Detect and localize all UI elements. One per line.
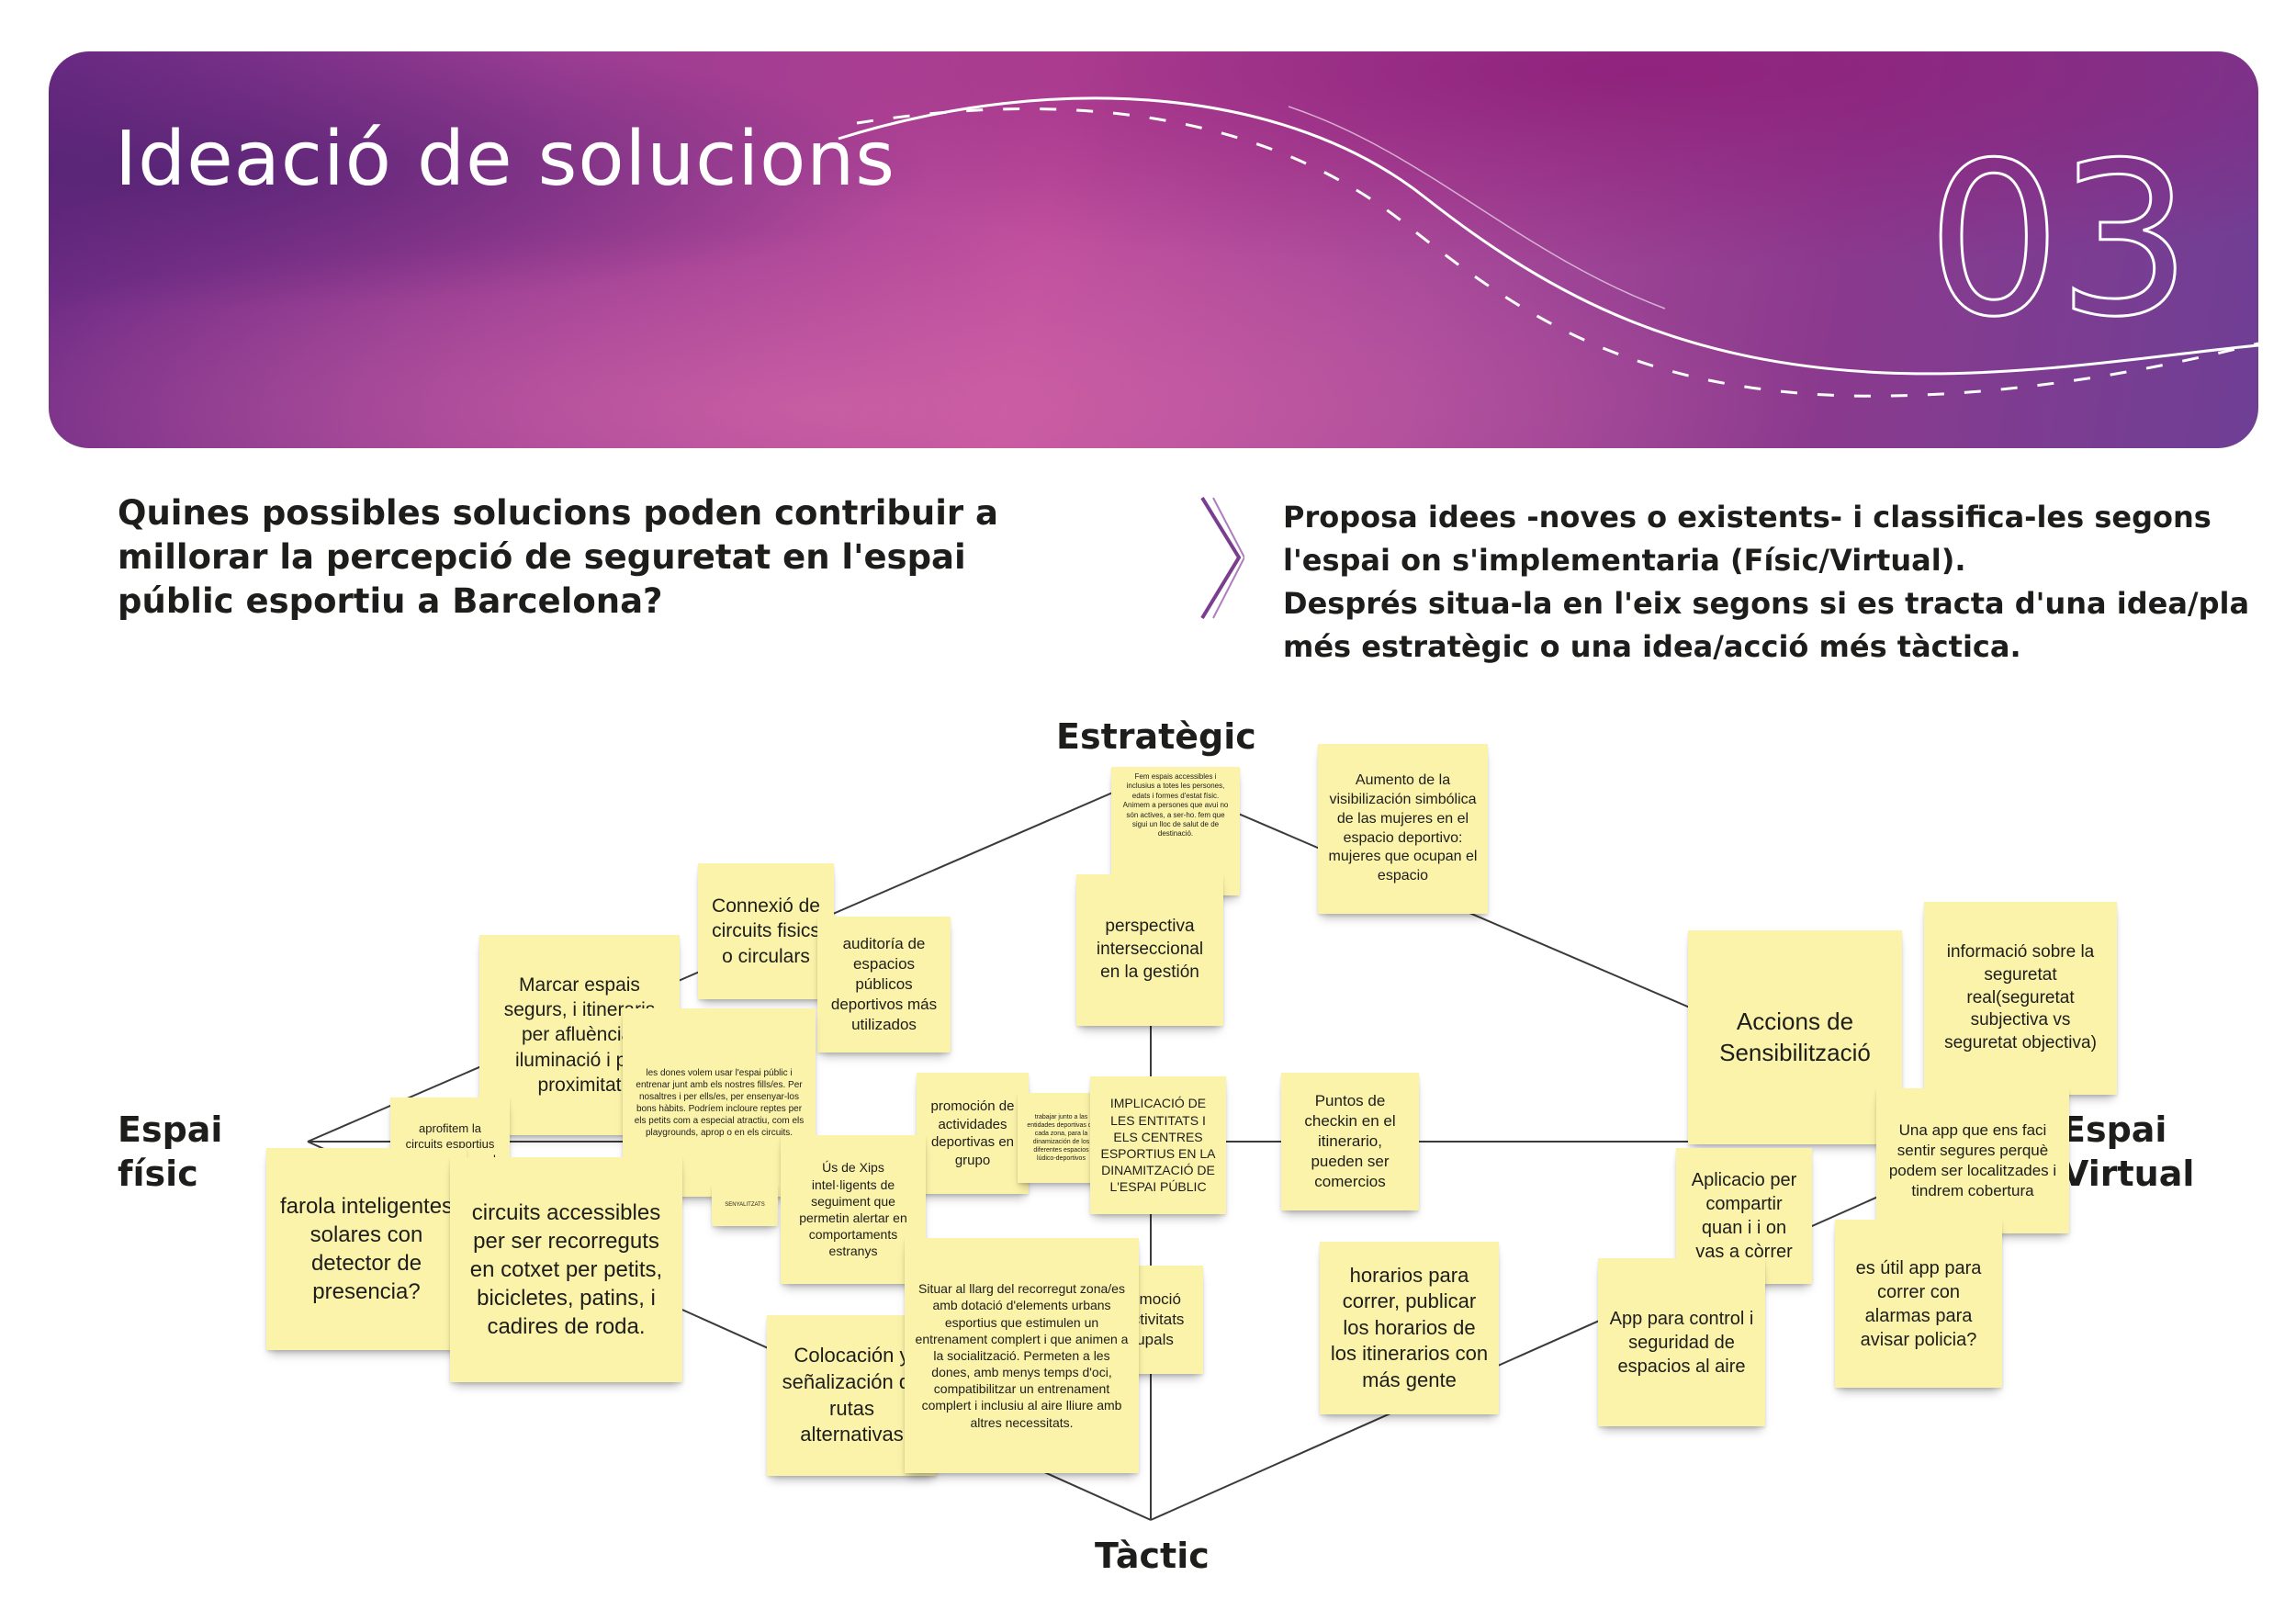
axis-label-bottom: Tàctic [1095, 1536, 1210, 1576]
instruction-line: Després situa-la en l'eix segons si es t… [1283, 586, 2250, 664]
axis-label-right: Espai Virtual [2062, 1109, 2195, 1194]
sticky-note[interactable]: farola inteligentes solares con detector… [266, 1148, 467, 1350]
header-banner: Ideació de solucions 03 [49, 51, 2258, 448]
sticky-note[interactable]: auditoría de espacios públicos deportivo… [817, 917, 951, 1053]
sticky-note[interactable]: promoción de actividades deportivas en g… [917, 1073, 1029, 1194]
sticky-note[interactable]: es útil app para correr con alarmas para… [1835, 1220, 2002, 1388]
diamond-edge-bottom-right [1150, 1141, 2003, 1521]
sticky-note[interactable]: informació sobre la seguretat real(segur… [1924, 902, 2117, 1095]
banner-wave-decoration [49, 51, 2258, 448]
sticky-note[interactable]: Accions de Sensibilització [1688, 930, 1902, 1144]
sticky-note[interactable]: Puntos de checkin en el itinerario, pued… [1281, 1073, 1419, 1210]
sticky-note[interactable]: IMPLICACIÓ DE LES ENTITATS I ELS CENTRES… [1090, 1076, 1226, 1214]
chevron-right-icon [1200, 496, 1244, 620]
main-question: Quines possibles solucions poden contrib… [118, 493, 998, 621]
sticky-note[interactable]: perspectiva interseccional en la gestión [1076, 874, 1223, 1026]
axis-label-left: Espai físic [118, 1109, 223, 1194]
section-number: 03 [1926, 118, 2194, 364]
page-title: Ideació de solucions [115, 116, 895, 203]
sticky-note[interactable]: Aumento de la visibilización simbólica d… [1318, 744, 1488, 914]
sticky-note[interactable]: Fem espais accessibles i inclusius a tot… [1111, 767, 1240, 895]
axis-label-top: Estratègic [1056, 716, 1256, 757]
sticky-note[interactable]: Connexió de circuits fisics o circulars [698, 863, 834, 999]
sticky-note[interactable]: SENYALITZATS [712, 1185, 778, 1226]
sticky-note[interactable]: Una app que ens faci sentir segures perq… [1876, 1088, 2069, 1233]
sticky-note[interactable]: Ús de Xips intel·ligents de seguiment qu… [781, 1135, 926, 1284]
instructions: Proposa idees -noves o existents- i clas… [1283, 496, 2257, 669]
instruction-line: Proposa idees -noves o existents- i clas… [1283, 500, 2212, 578]
sticky-note[interactable]: circuits accessibles per ser recorreguts… [450, 1157, 682, 1382]
sticky-note[interactable]: Situar al llarg del recorregut zona/es a… [905, 1238, 1139, 1473]
sticky-note[interactable]: horarios para correr, publicar los horar… [1320, 1242, 1499, 1414]
sticky-note[interactable]: App para control i seguridad de espacios… [1598, 1258, 1765, 1426]
